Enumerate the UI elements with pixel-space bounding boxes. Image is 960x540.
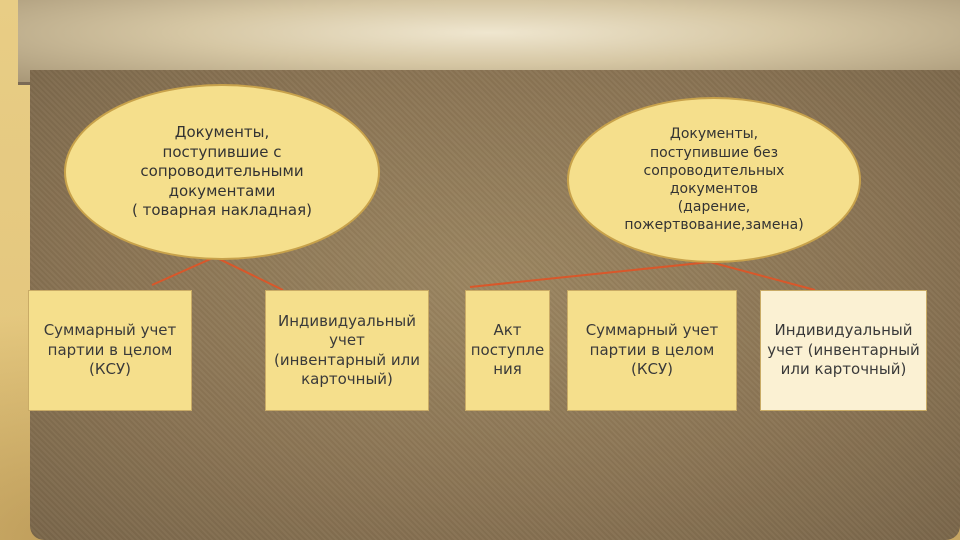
node-summary-accounting-1: Суммарный учет партии в целом (КСУ) (28, 290, 192, 411)
node-individual-accounting-2-label: Индивидуальный учет (инвентарный или кар… (767, 321, 920, 379)
node-docs-without-accompanying-label: Документы, поступившие без сопроводитель… (624, 126, 804, 234)
node-receipt-act-label: Акт поступле ния (470, 321, 545, 379)
node-summary-accounting-2-label: Суммарный учет партии в целом (КСУ) (585, 321, 719, 379)
node-individual-accounting-1-label: Индивидуальный учет (инвентарный или кар… (274, 311, 420, 389)
node-individual-accounting-2: Индивидуальный учет (инвентарный или кар… (760, 290, 927, 411)
node-docs-with-accompanying: Документы, поступившие с сопроводительны… (64, 84, 380, 260)
connector-right-group (469, 260, 816, 291)
node-docs-with-accompanying-label: Документы, поступившие с сопроводительны… (132, 123, 312, 220)
node-docs-without-accompanying: Документы, поступившие без сопроводитель… (567, 97, 861, 263)
node-summary-accounting-1-label: Суммарный учет партии в целом (КСУ) (43, 321, 177, 379)
node-receipt-act: Акт поступле ния (465, 290, 550, 411)
connector-left-group (151, 255, 284, 291)
node-summary-accounting-2: Суммарный учет партии в целом (КСУ) (567, 290, 737, 411)
node-individual-accounting-1: Индивидуальный учет (инвентарный или кар… (265, 290, 429, 411)
